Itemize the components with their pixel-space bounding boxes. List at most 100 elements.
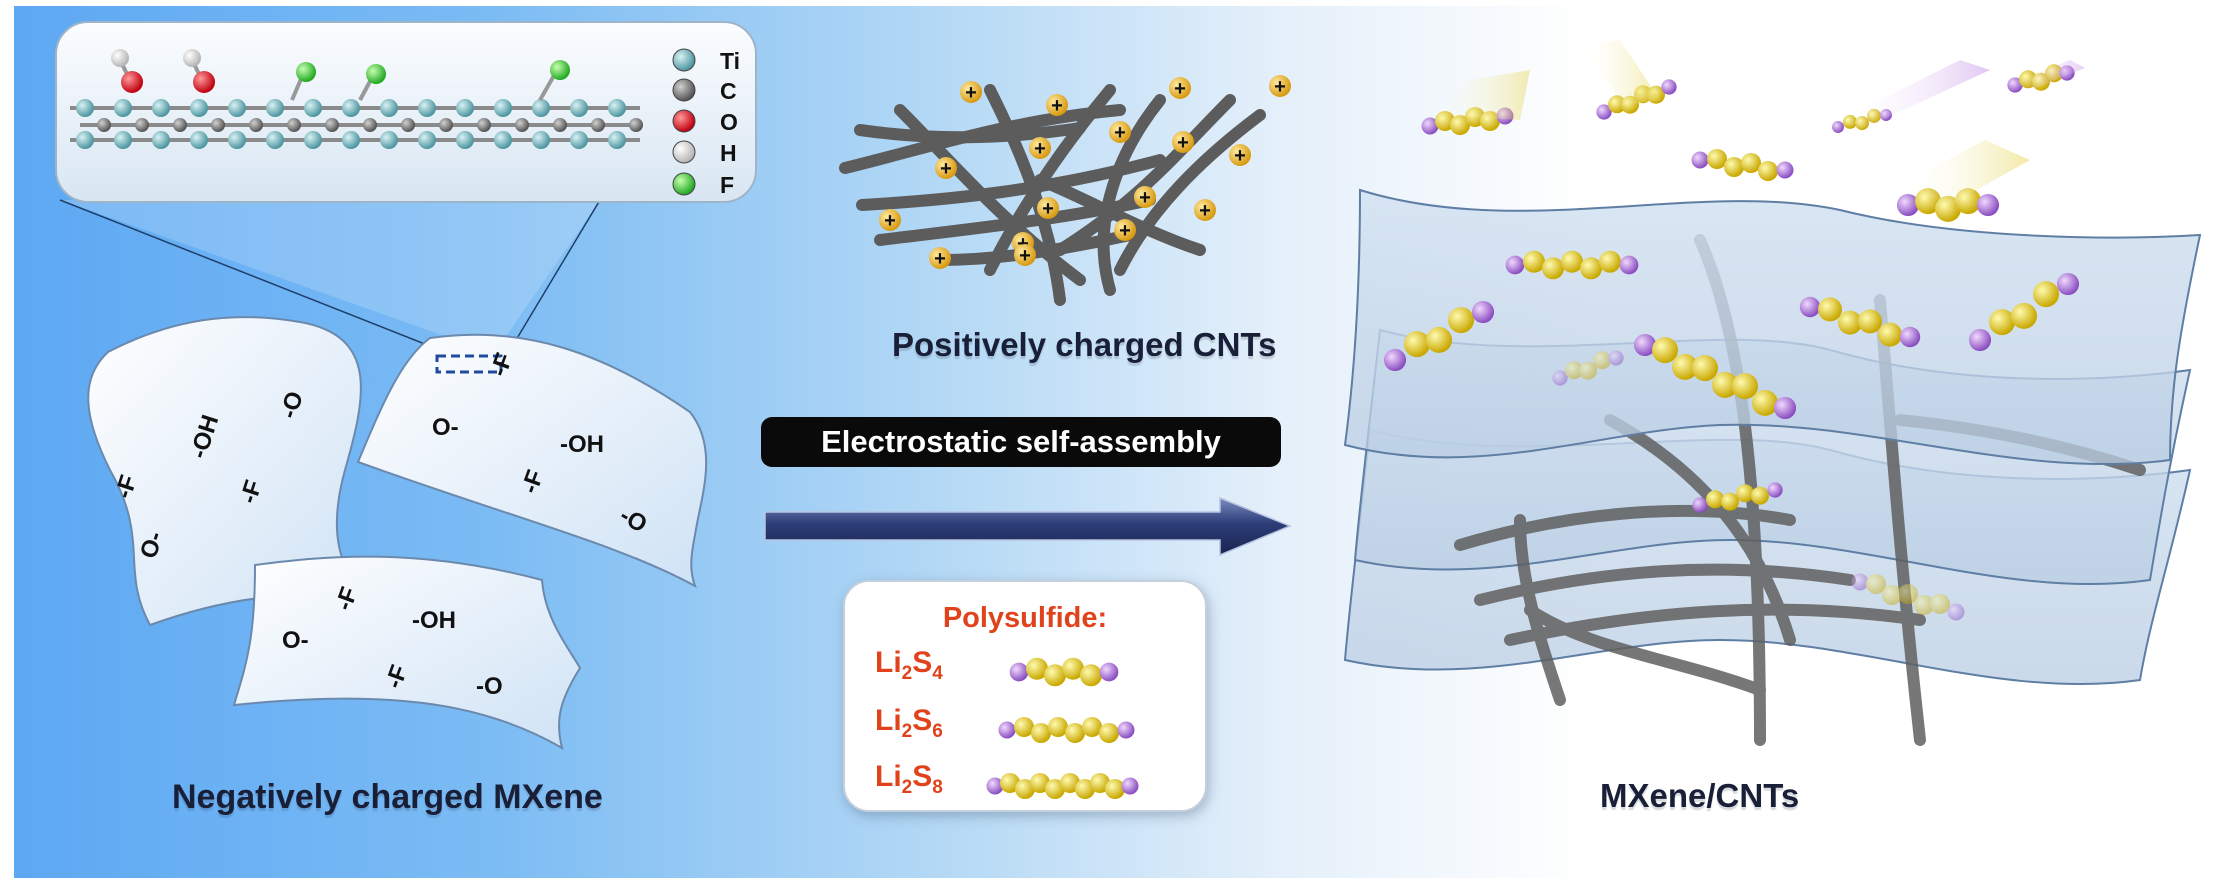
sulfur-atom bbox=[1060, 773, 1080, 793]
sulfur-atom bbox=[1914, 595, 1934, 615]
sheet2-group-oh: -OH bbox=[560, 431, 604, 458]
sulfur-atom bbox=[1542, 257, 1564, 280]
lattice-atoms bbox=[76, 99, 643, 149]
positive-charge bbox=[1194, 199, 1216, 221]
positive-charge-symbol: + bbox=[1114, 122, 1126, 144]
lithium-atom bbox=[1691, 151, 1709, 169]
lithium-atom bbox=[1471, 300, 1495, 324]
lithium-atom bbox=[1832, 121, 1844, 133]
positive-charge bbox=[1169, 77, 1191, 99]
carbon-atom bbox=[97, 118, 111, 132]
polysulfide-molecule bbox=[1692, 482, 1783, 513]
positive-charge-symbol: + bbox=[1139, 187, 1151, 209]
li2s6-label: Li2S6 bbox=[875, 704, 943, 742]
sulfur-atom bbox=[1736, 484, 1754, 503]
lithium-atom bbox=[1692, 497, 1708, 513]
lithium-atom bbox=[1121, 777, 1139, 795]
positive-charge bbox=[1014, 244, 1036, 266]
sulfur-atom bbox=[1065, 723, 1085, 743]
titanium-atom bbox=[342, 99, 360, 117]
titanium-atom bbox=[570, 99, 588, 117]
positive-charge bbox=[1229, 144, 1251, 166]
sulfur-atom bbox=[1930, 594, 1950, 614]
positive-charge bbox=[1037, 197, 1059, 219]
polysulfide-molecule bbox=[986, 773, 1139, 799]
positive-charge bbox=[1269, 75, 1291, 97]
lithium-atom bbox=[1767, 482, 1783, 498]
titanium-atom bbox=[76, 131, 94, 149]
legend-f: F bbox=[720, 172, 735, 198]
titanium-atom bbox=[418, 99, 436, 117]
sulfur-atom bbox=[1732, 373, 1758, 400]
polysulfide-box: Polysulfide: Li2S4 Li2S6 Li2S8 bbox=[843, 580, 1207, 812]
lithium-atom bbox=[1799, 296, 1821, 318]
titanium-atom bbox=[114, 99, 132, 117]
atomic-structure-inset bbox=[55, 21, 757, 203]
titanium-atom bbox=[494, 131, 512, 149]
lithium-atom bbox=[1009, 662, 1029, 682]
positive-charge bbox=[1172, 131, 1194, 153]
titanium-atom bbox=[380, 131, 398, 149]
polysulfide-molecule bbox=[1633, 333, 1797, 420]
positive-charge-symbol: + bbox=[884, 210, 896, 232]
composite-label: MXene/CNTs bbox=[1600, 777, 1800, 814]
legend-ti: Ti bbox=[720, 48, 741, 74]
lithium-atom bbox=[1117, 721, 1135, 739]
titanium-atom bbox=[532, 131, 550, 149]
sulfur-atom bbox=[1692, 355, 1718, 382]
sulfur-atom bbox=[1448, 307, 1474, 334]
polysulfide-molecule bbox=[998, 717, 1135, 743]
sulfur-atom bbox=[1580, 257, 1602, 280]
sulfur-atom bbox=[1579, 361, 1597, 380]
li2s8-label: Li2S8 bbox=[875, 760, 943, 798]
sulfur-atom bbox=[1599, 250, 1621, 273]
positive-charge-symbol: + bbox=[1051, 95, 1063, 117]
titanium-atom bbox=[456, 131, 474, 149]
sulfur-atom bbox=[1105, 779, 1125, 799]
carbon-atom bbox=[591, 118, 605, 132]
positive-charge-symbol: + bbox=[1234, 145, 1246, 167]
carbon-atom bbox=[211, 118, 225, 132]
lithium-atom bbox=[1899, 326, 1921, 348]
mxene-sheet-1: -OH -O -F -F O- bbox=[87, 316, 367, 627]
titanium-atom bbox=[418, 131, 436, 149]
sulfur-atom bbox=[1026, 657, 1048, 680]
carbon-atom bbox=[173, 118, 187, 132]
sulfur-atom bbox=[1014, 717, 1034, 737]
sulfur-atom bbox=[1758, 161, 1778, 181]
sulfur-atom bbox=[1858, 309, 1882, 334]
lithium-atom bbox=[1976, 193, 2000, 217]
sulfur-atom bbox=[1044, 664, 1066, 687]
titanium-atom bbox=[304, 131, 322, 149]
carbon-atom bbox=[477, 118, 491, 132]
hydroxyl-groups bbox=[111, 49, 215, 93]
lithium-atom bbox=[998, 721, 1016, 739]
sulfur-atom bbox=[1048, 717, 1068, 737]
sulfur-atom bbox=[1751, 486, 1769, 505]
titanium-atom bbox=[114, 131, 132, 149]
sulfur-atom bbox=[1652, 337, 1678, 364]
sulfur-atom bbox=[1838, 310, 1862, 335]
legend-c: C bbox=[720, 78, 737, 104]
positive-charge-symbol: + bbox=[1274, 76, 1286, 98]
lithium-atom bbox=[1947, 603, 1965, 621]
titanium-atom bbox=[228, 99, 246, 117]
composite-sheets bbox=[1343, 188, 2202, 746]
lithium-atom bbox=[1619, 255, 1639, 275]
polysulfide-molecule bbox=[1505, 250, 1639, 280]
positive-charge-symbol: + bbox=[1034, 138, 1046, 160]
polysulfide-molecule bbox=[1552, 350, 1624, 386]
carbon-atom bbox=[363, 118, 377, 132]
sulfur-atom bbox=[1082, 717, 1102, 737]
sulfur-atom bbox=[1045, 779, 1065, 799]
sheet3-group-o2: -O bbox=[476, 673, 503, 700]
lithium-atom bbox=[1099, 662, 1119, 682]
titanium-atom bbox=[190, 131, 208, 149]
assembly-banner: Electrostatic self-assembly bbox=[761, 417, 1281, 467]
sulfur-atom bbox=[1000, 773, 1020, 793]
carbon-atom bbox=[515, 118, 529, 132]
fluorine-groups bbox=[290, 60, 570, 101]
lithium-atom bbox=[1661, 79, 1677, 95]
carbon-atom bbox=[287, 118, 301, 132]
